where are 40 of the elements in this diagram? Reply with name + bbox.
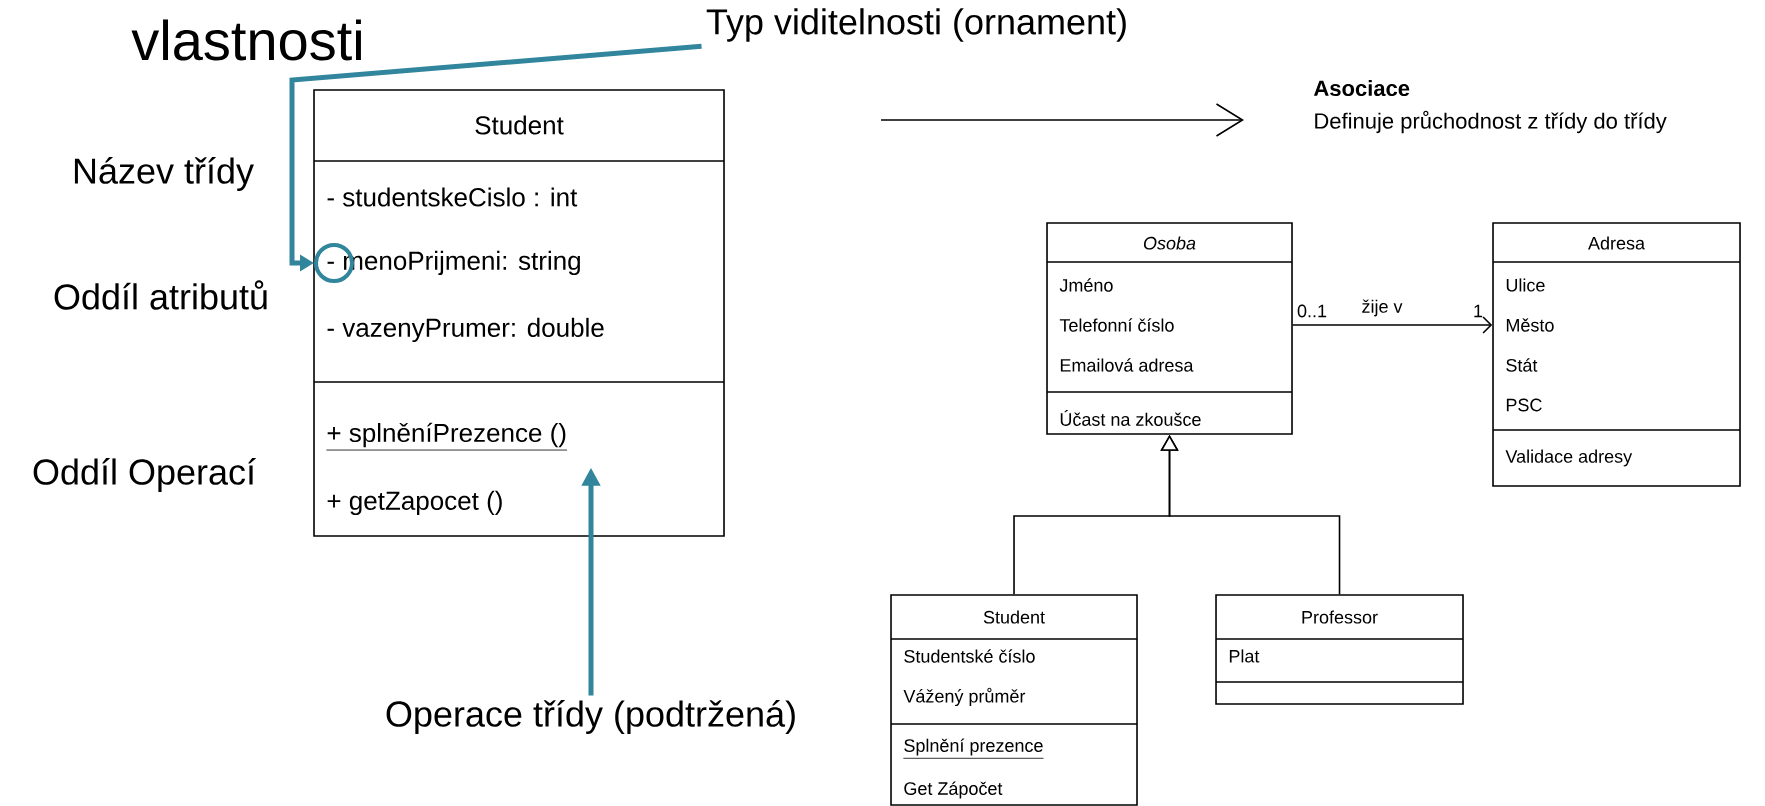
class-box	[890, 594, 1138, 806]
class-member: Plat	[1229, 649, 1260, 663]
class-name: Student	[475, 115, 564, 135]
class-member: - studentskeCislo : int	[327, 187, 578, 207]
description-text: Definuje průchodnost z třídy do třídy	[1315, 110, 1667, 134]
class-member: Vážený průměr	[903, 687, 1026, 707]
class-name: Student	[983, 610, 1045, 624]
class-member: Validace adresy	[1505, 449, 1633, 467]
class-member: Jméno	[1059, 278, 1113, 292]
class-member: - vazenyPrumer: double	[327, 317, 604, 343]
multiplicity-label: 1	[1474, 304, 1483, 318]
class-member: Účast na zkoušce	[1060, 410, 1201, 426]
class-member: Emailová adresa	[1060, 358, 1194, 372]
slide-title: vlastnosti	[131, 19, 361, 61]
class-name: Professor	[1302, 610, 1378, 624]
class-member: Telefonní číslo	[1059, 318, 1174, 332]
callout-text: Operace třídy (podtržená)	[386, 700, 795, 734]
class-member: + splněníPrezence ()	[326, 422, 568, 451]
section-label: Oddíl atributů	[54, 280, 267, 310]
section-label: Název třídy	[74, 157, 254, 191]
edge-label: žije v	[1359, 297, 1405, 319]
class-box	[1046, 222, 1293, 435]
multiplicity-label: 0..1	[1297, 304, 1327, 318]
class-box	[1492, 222, 1741, 487]
association-arrow	[1292, 316, 1493, 334]
class-member: PSC	[1506, 398, 1542, 412]
class-name: Adresa	[1588, 236, 1645, 250]
class-box	[1215, 594, 1464, 705]
section-label: Oddíl Operací	[33, 458, 256, 492]
heading-text: Asociace	[1313, 79, 1410, 97]
class-member: + getZapocet ()	[327, 490, 502, 516]
class-member: Studentské číslo	[904, 649, 1035, 663]
class-box	[313, 89, 725, 537]
callout-text: Typ viditelnosti (ornament)	[706, 8, 1126, 42]
class-name: Osoba	[1143, 236, 1196, 250]
class-member: Splnění prezence	[903, 738, 1044, 759]
class-member: Ulice	[1506, 278, 1545, 292]
class-member: Stát	[1506, 358, 1538, 372]
class-member: Město	[1506, 318, 1554, 332]
class-member: Get Zápočet	[904, 781, 1003, 799]
